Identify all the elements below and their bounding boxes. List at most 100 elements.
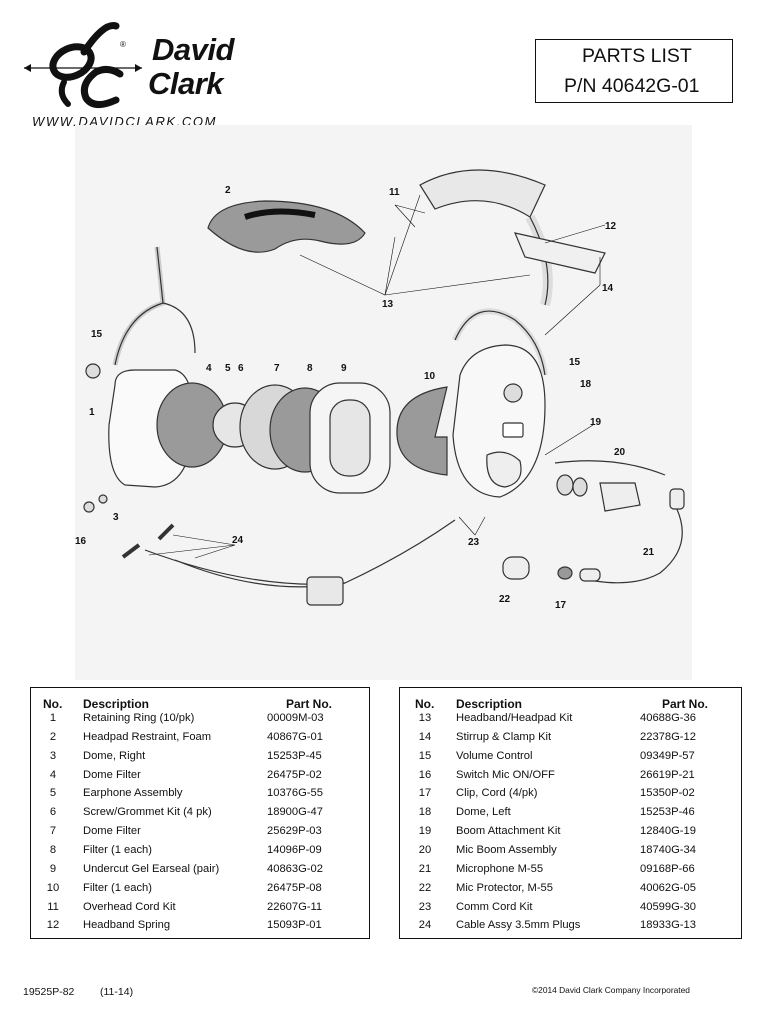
callout-7: 7 (274, 363, 280, 374)
callout-15-right: 15 (569, 357, 581, 368)
brand-name-line1: David (152, 32, 234, 67)
callout-8: 8 (307, 363, 313, 374)
part-description: Overhead Cord Kit (83, 900, 176, 913)
parts-table-left: No. Description Part No. 1 Retaining Ring… (30, 687, 370, 939)
table-row: 15 Volume Control 09349P-57 (400, 750, 741, 769)
part-number-title: P/N 40642G-01 (564, 75, 700, 97)
part-number: 40863G-02 (267, 862, 323, 875)
part-description: Retaining Ring (10/pk) (83, 712, 195, 724)
part-number: 15253P-45 (267, 749, 322, 762)
part-description: Dome, Right (83, 749, 146, 762)
part-number-index: 21 (418, 862, 432, 875)
callout-10: 10 (424, 371, 436, 382)
callout-24: 24 (232, 535, 244, 546)
page-title: PARTS LIST (582, 45, 692, 67)
callout-16: 16 (75, 536, 87, 547)
company-logo: ® David Clark WWW.DAVIDCLARK.COM (24, 22, 246, 129)
part-number-index: 22 (418, 881, 432, 894)
callout-12: 12 (605, 221, 617, 232)
part-number: 26619P-21 (640, 768, 695, 781)
part-number: 40867G-01 (267, 730, 323, 743)
part-number-index: 4 (49, 768, 57, 781)
part-number: 26475P-02 (267, 768, 322, 781)
part-number: 22378G-12 (640, 730, 696, 743)
part-description: Microphone M-55 (456, 862, 544, 875)
part-number: 22607G-11 (267, 900, 323, 913)
callout-6: 6 (238, 363, 244, 374)
part-number-index: 16 (418, 768, 432, 781)
dc-monogram-icon (24, 22, 142, 108)
col-header-part-no: Part No. (286, 697, 333, 711)
part-number-index: 1 (49, 712, 57, 724)
callout-19: 20 (614, 447, 626, 458)
title-box: PARTS LIST P/N 40642G-01 (535, 39, 733, 103)
part-number-index: 9 (49, 862, 57, 875)
part-number: 14096P-09 (267, 843, 322, 856)
revision-date: (11-14) (100, 986, 134, 998)
part-number-index: 11 (47, 900, 59, 913)
part-description: Filter (1 each) (83, 843, 153, 856)
registered-mark: ® (120, 40, 126, 49)
callout-9: 9 (341, 363, 347, 374)
part-description: Dome Filter (83, 768, 141, 781)
col-header-description: Description (83, 697, 150, 711)
col-header-no: No. (415, 697, 435, 711)
part-number: 18933G-13 (640, 919, 696, 932)
table-row: 9 Undercut Gel Earseal (pair) 40863G-02 (31, 863, 369, 882)
part-description: Undercut Gel Earseal (pair) (83, 862, 220, 875)
copyright-notice: ©2014 David Clark Company Incorporated (532, 985, 690, 995)
exploded-headset-diagram: 2 11 12 13 14 15 15 4 5 6 7 8 9 10 18 1 … (75, 125, 692, 680)
part-description: Headpad Restraint, Foam (83, 730, 212, 743)
callout-14: 14 (602, 283, 614, 294)
part-number: 18740G-34 (640, 843, 696, 856)
callout-1: 1 (89, 407, 95, 418)
part-number: 40062G-05 (640, 881, 696, 894)
callout-4: 4 (206, 363, 212, 374)
part-number: 26475P-08 (267, 881, 322, 894)
callout-11: 11 (389, 187, 400, 198)
part-number: 15253P-46 (640, 806, 695, 819)
part-number-index: 19 (418, 825, 432, 838)
part-number-index: 14 (418, 730, 432, 743)
table-row: 1 Retaining Ring (10/pk) 00009M-03 (31, 712, 369, 731)
callout-3: 3 (113, 512, 119, 523)
part-number-index: 18 (418, 806, 432, 819)
callout-17: 18 (580, 379, 592, 390)
part-description: Volume Control (456, 749, 533, 762)
part-number: 09168P-66 (640, 862, 695, 875)
part-number-index: 15 (418, 749, 432, 762)
part-description: Comm Cord Kit (456, 900, 533, 913)
callout-2: 2 (225, 185, 231, 196)
part-description: Headband/Headpad Kit (456, 712, 573, 724)
part-number: 09349P-57 (640, 749, 695, 762)
part-number: 40688G-36 (640, 712, 696, 724)
part-number: 12840G-19 (640, 825, 696, 838)
table-row: 21 Microphone M-55 09168P-66 (400, 863, 741, 882)
part-description: Mic Protector, M-55 (456, 881, 553, 894)
part-number-index: 13 (418, 712, 432, 724)
callout-18: 19 (590, 417, 602, 428)
callout-23: 23 (468, 537, 480, 548)
part-number: 10376G-55 (267, 787, 323, 800)
callout-21: 17 (555, 600, 567, 611)
table-row: 4 Dome Filter 26475P-02 (31, 769, 369, 788)
callout-5: 5 (225, 363, 231, 374)
col-header-no: No. (43, 697, 63, 711)
part-number-index: 2 (49, 730, 57, 743)
part-number-index: 5 (49, 787, 57, 800)
part-number: 00009M-03 (267, 712, 324, 724)
part-number: 15350P-02 (640, 787, 695, 800)
part-description: Stirrup & Clamp Kit (456, 730, 552, 743)
part-number-index: 6 (49, 806, 57, 819)
